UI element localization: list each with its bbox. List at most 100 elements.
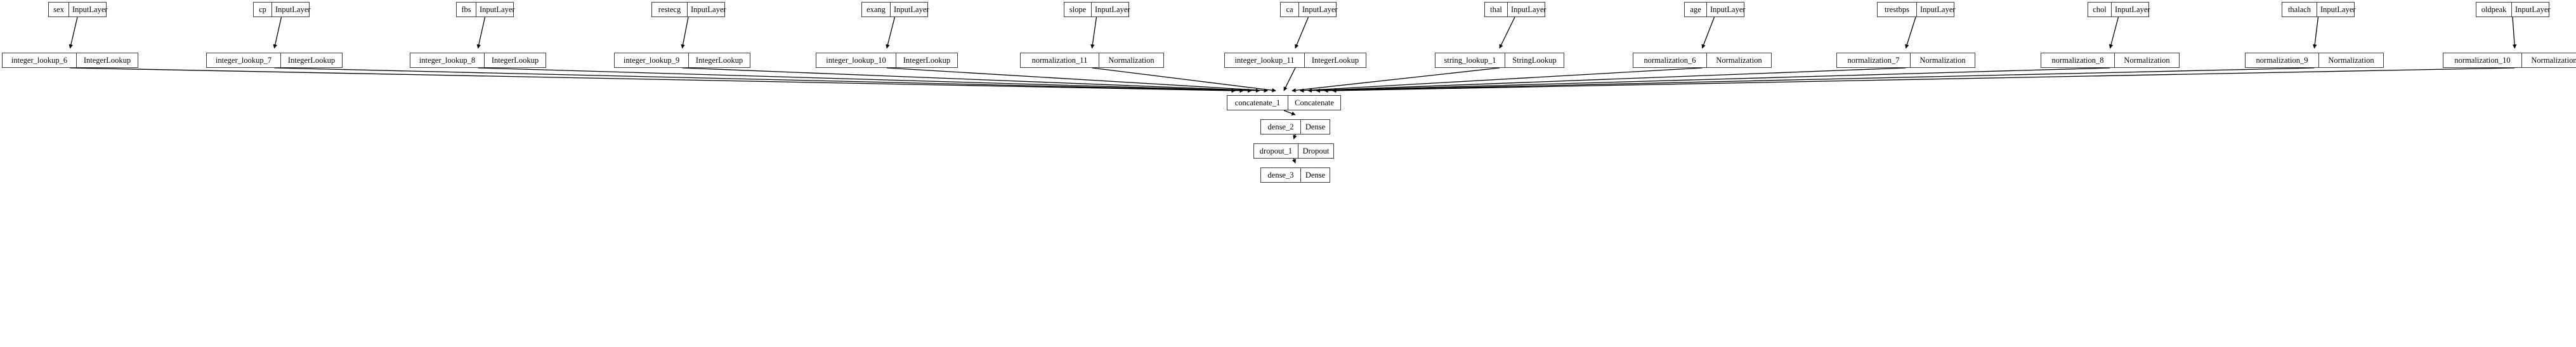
node-layer-type: InputLayer	[2320, 4, 2356, 14]
node-layer-type: Normalization	[1919, 55, 1966, 65]
edge-cp_input-to-integer_lookup_7	[273, 16, 282, 49]
node-layer-type: Normalization	[2531, 55, 2576, 65]
graph-node-normalization_10[interactable]: normalization_10 Normalization	[2443, 53, 2576, 68]
edge-normalization_7-to-concatenate_1	[1307, 67, 1906, 93]
node-layer-type: Dense	[1305, 170, 1326, 180]
edge-fbs_input-to-integer_lookup_8	[476, 16, 486, 49]
node-layer-name: restecg	[652, 3, 688, 16]
node-layer-type: InputLayer	[1302, 4, 1338, 14]
node-layer-name: normalization_10	[2443, 53, 2522, 67]
graph-node-normalization_8[interactable]: normalization_8 Normalization	[2041, 53, 2180, 68]
edge-concatenate_1-to-dense_2	[1283, 110, 1296, 115]
node-layer-type: Dropout	[1302, 146, 1330, 155]
edge-restecg_input-to-integer_lookup_9	[681, 16, 689, 49]
node-layer-name: age	[1685, 3, 1707, 16]
graph-node-normalization_7[interactable]: normalization_7 Normalization	[1836, 53, 1975, 68]
node-layer-type: InputLayer	[72, 4, 108, 14]
node-layer-type: Normalization	[1108, 55, 1154, 65]
node-layer-name: exang	[862, 3, 891, 16]
graph-node-concatenate_1[interactable]: concatenate_1 Concatenate	[1227, 95, 1341, 110]
node-layer-type: StringLookup	[1512, 55, 1557, 65]
node-layer-type: Normalization	[2124, 55, 2170, 65]
edge-integer_lookup_6-to-concatenate_1	[70, 67, 1236, 93]
edge-normalization_11-to-concatenate_1	[1092, 67, 1276, 93]
node-layer-name: trestbps	[1878, 3, 1917, 16]
node-layer-name: sex	[49, 3, 69, 16]
node-layer-type: IntegerLookup	[695, 55, 743, 65]
node-layer-name: normalization_7	[1837, 53, 1911, 67]
node-layer-type: InputLayer	[2515, 4, 2551, 14]
node-layer-type: IntegerLookup	[1311, 55, 1359, 65]
edge-thal_input-to-string_lookup_1	[1499, 16, 1515, 49]
node-layer-type: InputLayer	[1511, 4, 1546, 14]
node-layer-name: oldpeak	[2476, 3, 2512, 16]
edge-ca_input-to-integer_lookup_11	[1295, 16, 1309, 49]
node-layer-type: InputLayer	[2115, 4, 2150, 14]
node-layer-name: string_lookup_1	[1435, 53, 1505, 67]
node-layer-type: InputLayer	[1710, 4, 1746, 14]
node-layer-name: normalization_9	[2246, 53, 2319, 67]
node-layer-name: integer_lookup_10	[816, 53, 896, 67]
node-layer-name: integer_lookup_8	[410, 53, 485, 67]
node-layer-type: Dense	[1305, 122, 1326, 131]
node-layer-name: fbs	[457, 3, 476, 16]
edge-chol_input-to-normalization_8	[2109, 16, 2119, 49]
edge-normalization_10-to-concatenate_1	[1331, 67, 2515, 93]
node-layer-name: cp	[254, 3, 272, 16]
graph-node-string_lookup_1[interactable]: string_lookup_1 StringLookup	[1435, 53, 1564, 68]
edge-integer_lookup_9-to-concatenate_1	[682, 67, 1260, 93]
graph-node-normalization_6[interactable]: normalization_6 Normalization	[1633, 53, 1772, 68]
edge-oldpeak_input-to-normalization_10	[2512, 16, 2517, 49]
edge-thalach_input-to-normalization_9	[2312, 16, 2319, 49]
edge-dropout_1-to-dense_3	[1291, 158, 1297, 164]
node-layer-type: Concatenate	[1295, 98, 1334, 107]
node-layer-name: integer_lookup_9	[615, 53, 689, 67]
node-layer-name: normalization_6	[1633, 53, 1707, 67]
node-layer-name: dense_3	[1261, 168, 1301, 182]
node-layer-type: InputLayer	[1920, 4, 1956, 14]
graph-node-integer_lookup_7[interactable]: integer_lookup_7 IntegerLookup	[206, 53, 343, 68]
node-layer-type: IntegerLookup	[491, 55, 539, 65]
edge-integer_lookup_10-to-concatenate_1	[886, 67, 1269, 93]
edge-age_input-to-normalization_6	[1701, 16, 1715, 49]
edge-normalization_9-to-concatenate_1	[1324, 67, 2315, 93]
node-layer-name: concatenate_1	[1227, 96, 1288, 110]
edge-trestbps_input-to-normalization_7	[1905, 16, 1916, 49]
node-layer-name: normalization_8	[2041, 53, 2115, 67]
node-layer-name: thal	[1485, 3, 1508, 16]
graph-node-fbs_input[interactable]: fbs InputLayer	[456, 2, 515, 17]
edge-string_lookup_1-to-concatenate_1	[1291, 67, 1500, 93]
graph-node-integer_lookup_8[interactable]: integer_lookup_8 IntegerLookup	[410, 53, 546, 68]
node-layer-type: IntegerLookup	[83, 55, 131, 65]
edge-integer_lookup_7-to-concatenate_1	[274, 67, 1244, 93]
node-layer-type: InputLayer	[480, 4, 515, 14]
node-layer-type: InputLayer	[894, 4, 929, 14]
graph-node-dense_3[interactable]: dense_3 Dense	[1260, 167, 1330, 183]
graph-node-integer_lookup_9[interactable]: integer_lookup_9 IntegerLookup	[614, 53, 750, 68]
node-layer-type: IntegerLookup	[287, 55, 336, 65]
node-layer-type: Normalization	[1716, 55, 1762, 65]
edge-exang_input-to-integer_lookup_10	[886, 16, 896, 49]
node-layer-name: integer_lookup_7	[207, 53, 281, 67]
node-layer-name: ca	[1281, 3, 1299, 16]
